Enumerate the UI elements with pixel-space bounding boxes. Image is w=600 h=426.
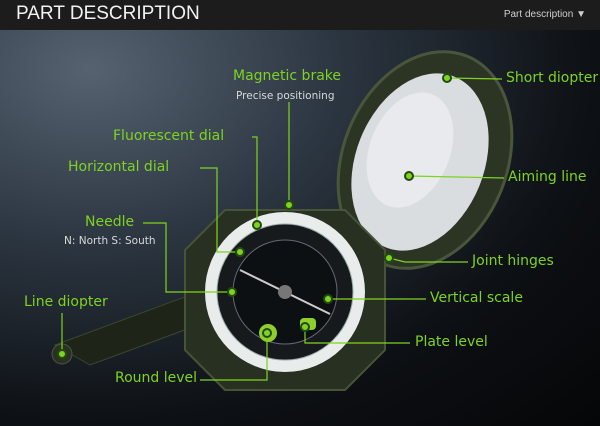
label-needle: Needle bbox=[85, 214, 135, 230]
label-line-diopter: Line diopter bbox=[24, 294, 108, 310]
label-fluorescent-dial: Fluorescent dial bbox=[113, 128, 225, 144]
label-round-level: Round level bbox=[115, 370, 198, 386]
label-vertical-scale: Vertical scale bbox=[430, 290, 523, 306]
header-bar: PART DESCRIPTION Part description ▼ bbox=[0, 0, 600, 30]
label-magnetic-brake-sub: Precise positioning bbox=[236, 90, 335, 102]
label-needle-sub: N: North S: South bbox=[64, 235, 156, 247]
label-plate-level: Plate level bbox=[415, 334, 488, 350]
page-title: PART DESCRIPTION bbox=[16, 3, 200, 24]
label-magnetic-brake: Magnetic brake bbox=[233, 68, 342, 84]
part-description-dropdown[interactable]: Part description ▼ bbox=[504, 9, 586, 20]
mirror-lid bbox=[336, 50, 514, 270]
callout-dots bbox=[57, 73, 452, 359]
label-short-diopter: Short diopter bbox=[506, 70, 599, 86]
dropdown-label: Part description bbox=[503, 9, 574, 20]
caret-down-icon: ▼ bbox=[576, 9, 586, 20]
label-joint-hinges: Joint hinges bbox=[472, 253, 554, 269]
label-horizontal-dial: Horizontal dial bbox=[68, 159, 170, 175]
label-aiming-line: Aiming line bbox=[508, 169, 587, 185]
